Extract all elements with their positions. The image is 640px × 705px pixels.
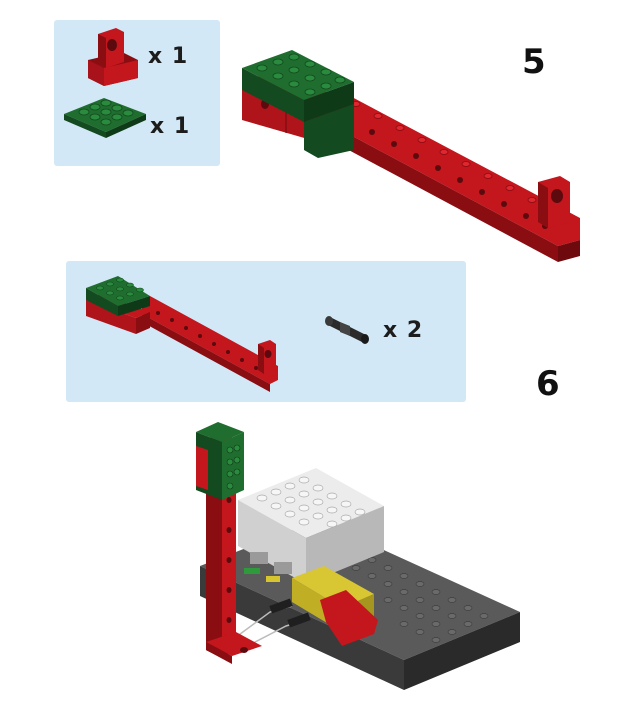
step5-part1-quantity: x 1: [148, 44, 189, 69]
red-bent-brick-icon: [88, 28, 138, 86]
green-red-beam-assembly-icon: [86, 276, 278, 392]
step5-number: 5: [522, 42, 546, 82]
step5-parts-panel: [54, 20, 220, 166]
green-plate-icon: [64, 98, 146, 138]
step6-assembly: [196, 422, 520, 690]
step5-assembly: [242, 50, 580, 262]
step6-part2-quantity: x 2: [383, 318, 424, 343]
step5-part2-quantity: x 1: [150, 114, 191, 139]
step6-number: 6: [536, 364, 560, 404]
black-connector-peg-icon: [325, 316, 369, 344]
